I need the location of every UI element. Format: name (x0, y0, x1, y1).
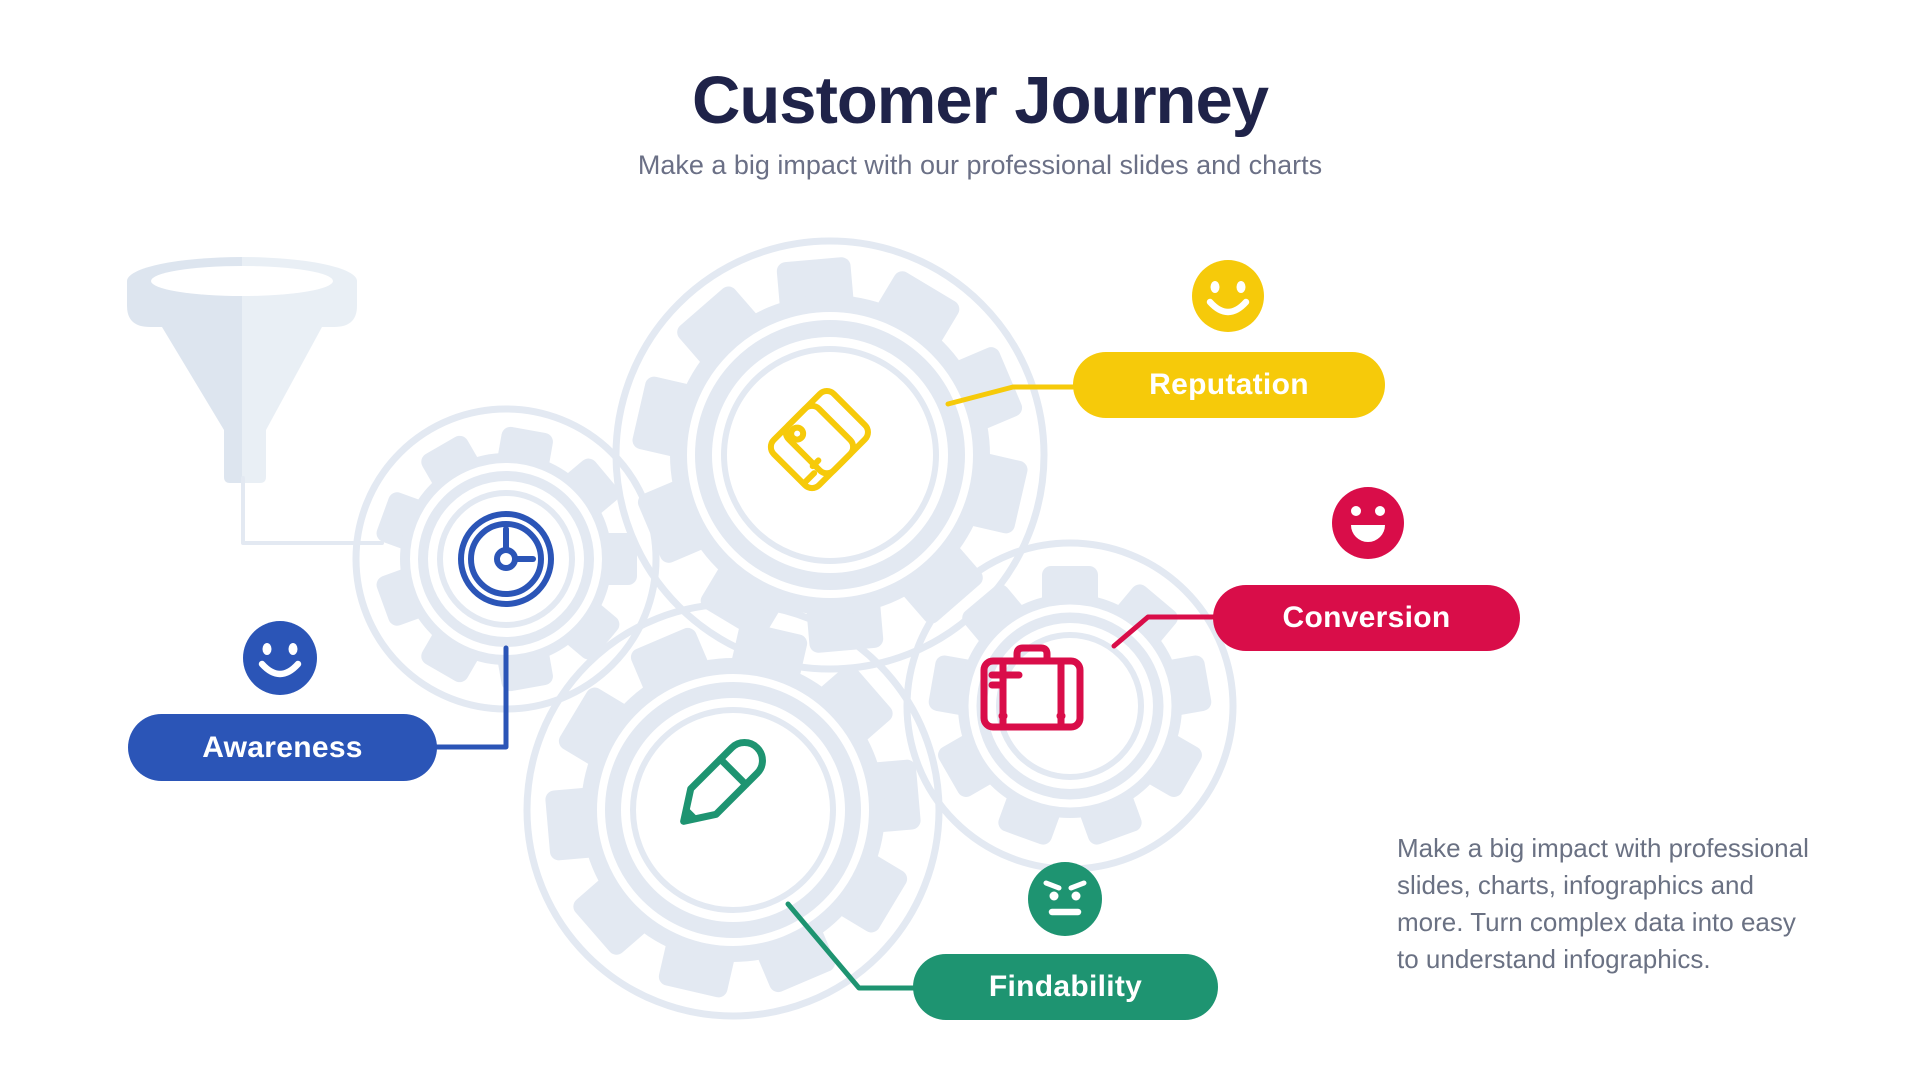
page-subtitle: Make a big impact with our professional … (637, 149, 1323, 180)
description-line: Make a big impact with professional (1397, 833, 1809, 863)
conversion-laughing-face-icon (1332, 487, 1404, 559)
briefcase-icon (980, 644, 1084, 731)
clock-icon (458, 511, 554, 607)
gear-findability (523, 600, 943, 1020)
gear-reputation (612, 237, 1048, 673)
reputation-happy-face-icon (1192, 260, 1264, 332)
price-tags-icon (767, 388, 871, 492)
header: Customer Journey Make a big impact with … (20, 64, 1920, 181)
reputation-connector-line (945, 384, 1076, 407)
gear-conversion (903, 539, 1237, 873)
gears-layer (352, 237, 1237, 1020)
pencil-icon (680, 739, 766, 825)
stage-pill-reputation: Reputation (1073, 352, 1385, 418)
findability-connector-line (785, 901, 917, 991)
description-text: Make a big impact with professional slid… (1397, 830, 1857, 978)
description-line: to understand infographics. (1397, 944, 1711, 974)
gear-awareness (352, 405, 660, 713)
conversion-connector-line (1111, 614, 1217, 649)
page-title: Customer Journey (692, 63, 1269, 138)
funnel-icon (127, 257, 357, 483)
description-line: slides, charts, infographics and (1397, 870, 1754, 900)
awareness-connector-line (434, 645, 509, 750)
awareness-happy-face-icon (243, 621, 317, 695)
stage-pill-findability: Findability (913, 954, 1218, 1020)
findability-angry-face-icon (1028, 862, 1102, 936)
stage-pill-awareness: Awareness (128, 714, 437, 781)
stage-pill-conversion: Conversion (1213, 585, 1520, 651)
description-line: more. Turn complex data into easy (1397, 907, 1796, 937)
funnel-connector-line (241, 476, 384, 545)
